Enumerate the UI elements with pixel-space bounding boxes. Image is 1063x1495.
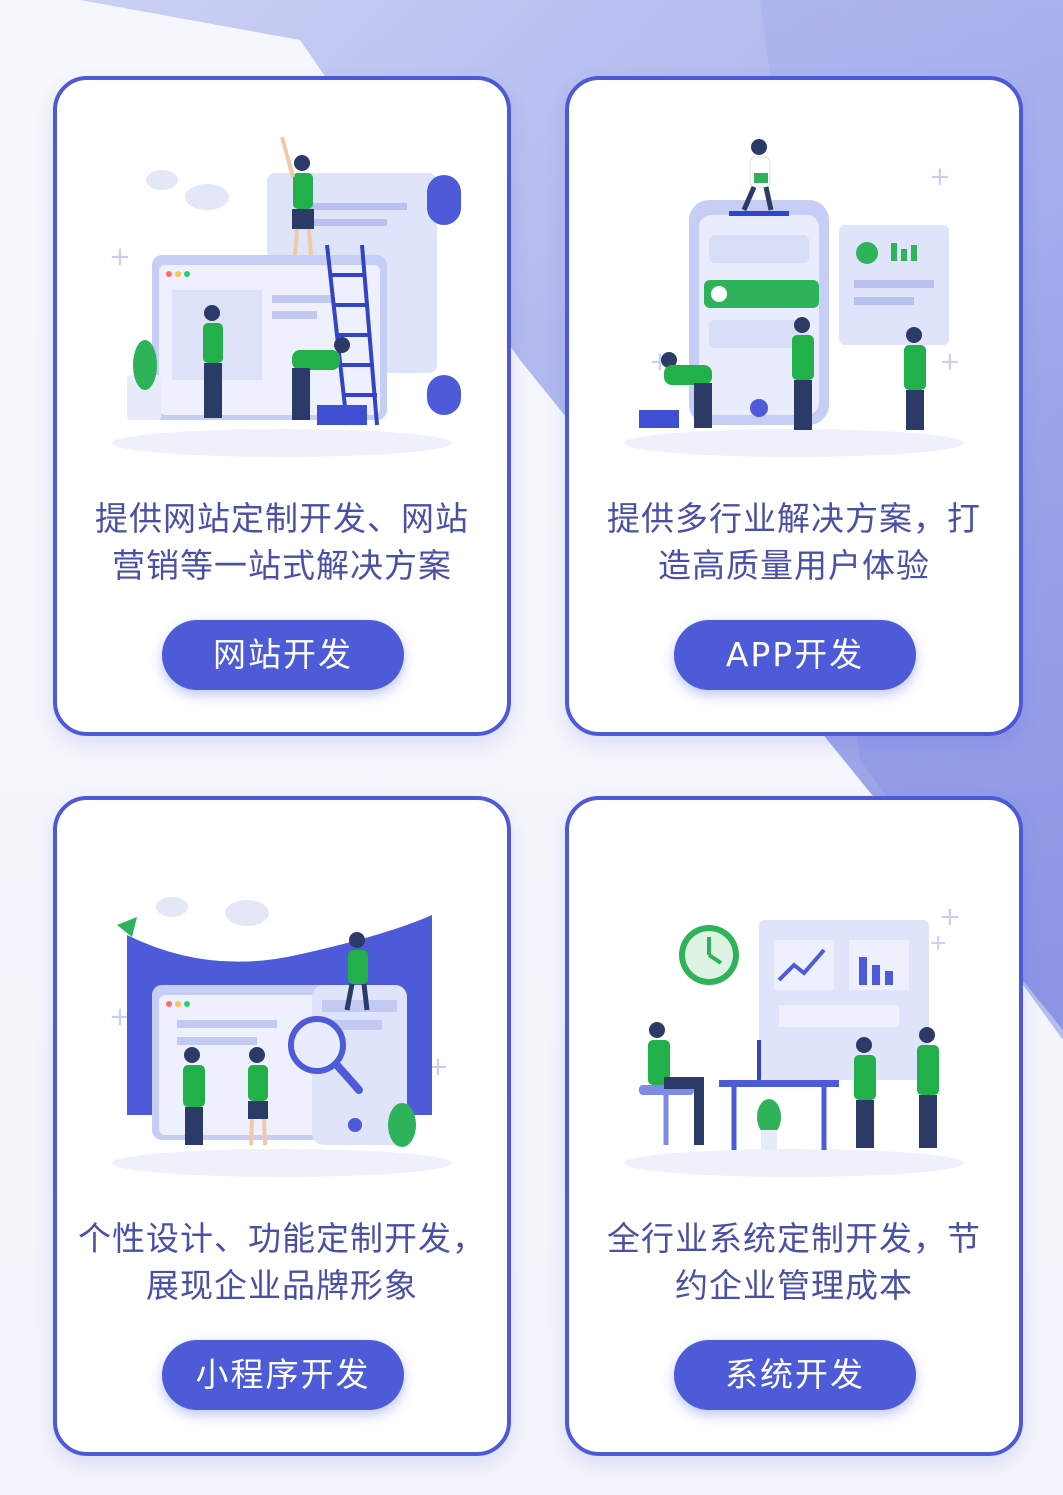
mini-program-development-button[interactable]: 小程序开发 bbox=[162, 1340, 404, 1410]
description-line-2: 约企业管理成本 bbox=[675, 1266, 913, 1305]
svg-text:+: + bbox=[929, 931, 947, 956]
app-development-illustration: + + + bbox=[624, 139, 964, 457]
system-development-illustration: + + bbox=[624, 902, 964, 1177]
svg-text:+: + bbox=[109, 242, 131, 272]
svg-text:+: + bbox=[427, 1052, 449, 1082]
service-card-mini-program: + + 个性设计、功能定制开发， bbox=[53, 796, 511, 1456]
website-development-button[interactable]: 网站开发 bbox=[162, 620, 404, 690]
website-development-illustration: + bbox=[109, 136, 461, 457]
service-description: 个性设计、功能定制开发， 展现企业品牌形象 bbox=[77, 1215, 487, 1309]
service-description: 全行业系统定制开发，节 约企业管理成本 bbox=[589, 1215, 999, 1309]
service-card-system: + + 全行 bbox=[565, 796, 1023, 1456]
app-development-button[interactable]: APP开发 bbox=[674, 620, 916, 690]
system-development-button[interactable]: 系统开发 bbox=[674, 1340, 916, 1410]
description-line-1: 个性设计、功能定制开发， bbox=[78, 1219, 486, 1258]
description-line-1: 提供网站定制开发、网站 bbox=[95, 499, 469, 538]
description-line-2: 营销等一站式解决方案 bbox=[112, 546, 452, 585]
service-card-website: + bbox=[53, 76, 511, 736]
svg-text:+: + bbox=[109, 1002, 131, 1032]
description-line-2: 造高质量用户体验 bbox=[658, 546, 930, 585]
description-line-1: 全行业系统定制开发，节 bbox=[607, 1219, 981, 1258]
description-line-1: 提供多行业解决方案，打 bbox=[607, 499, 981, 538]
svg-text:+: + bbox=[939, 902, 961, 932]
description-line-2: 展现企业品牌形象 bbox=[146, 1266, 418, 1305]
service-description: 提供网站定制开发、网站 营销等一站式解决方案 bbox=[77, 495, 487, 589]
service-card-app: + + + 提供多行业解 bbox=[565, 76, 1023, 736]
mini-program-development-illustration: + + bbox=[109, 897, 452, 1177]
svg-text:+: + bbox=[929, 162, 951, 192]
svg-text:+: + bbox=[939, 347, 961, 377]
service-description: 提供多行业解决方案，打 造高质量用户体验 bbox=[589, 495, 999, 589]
